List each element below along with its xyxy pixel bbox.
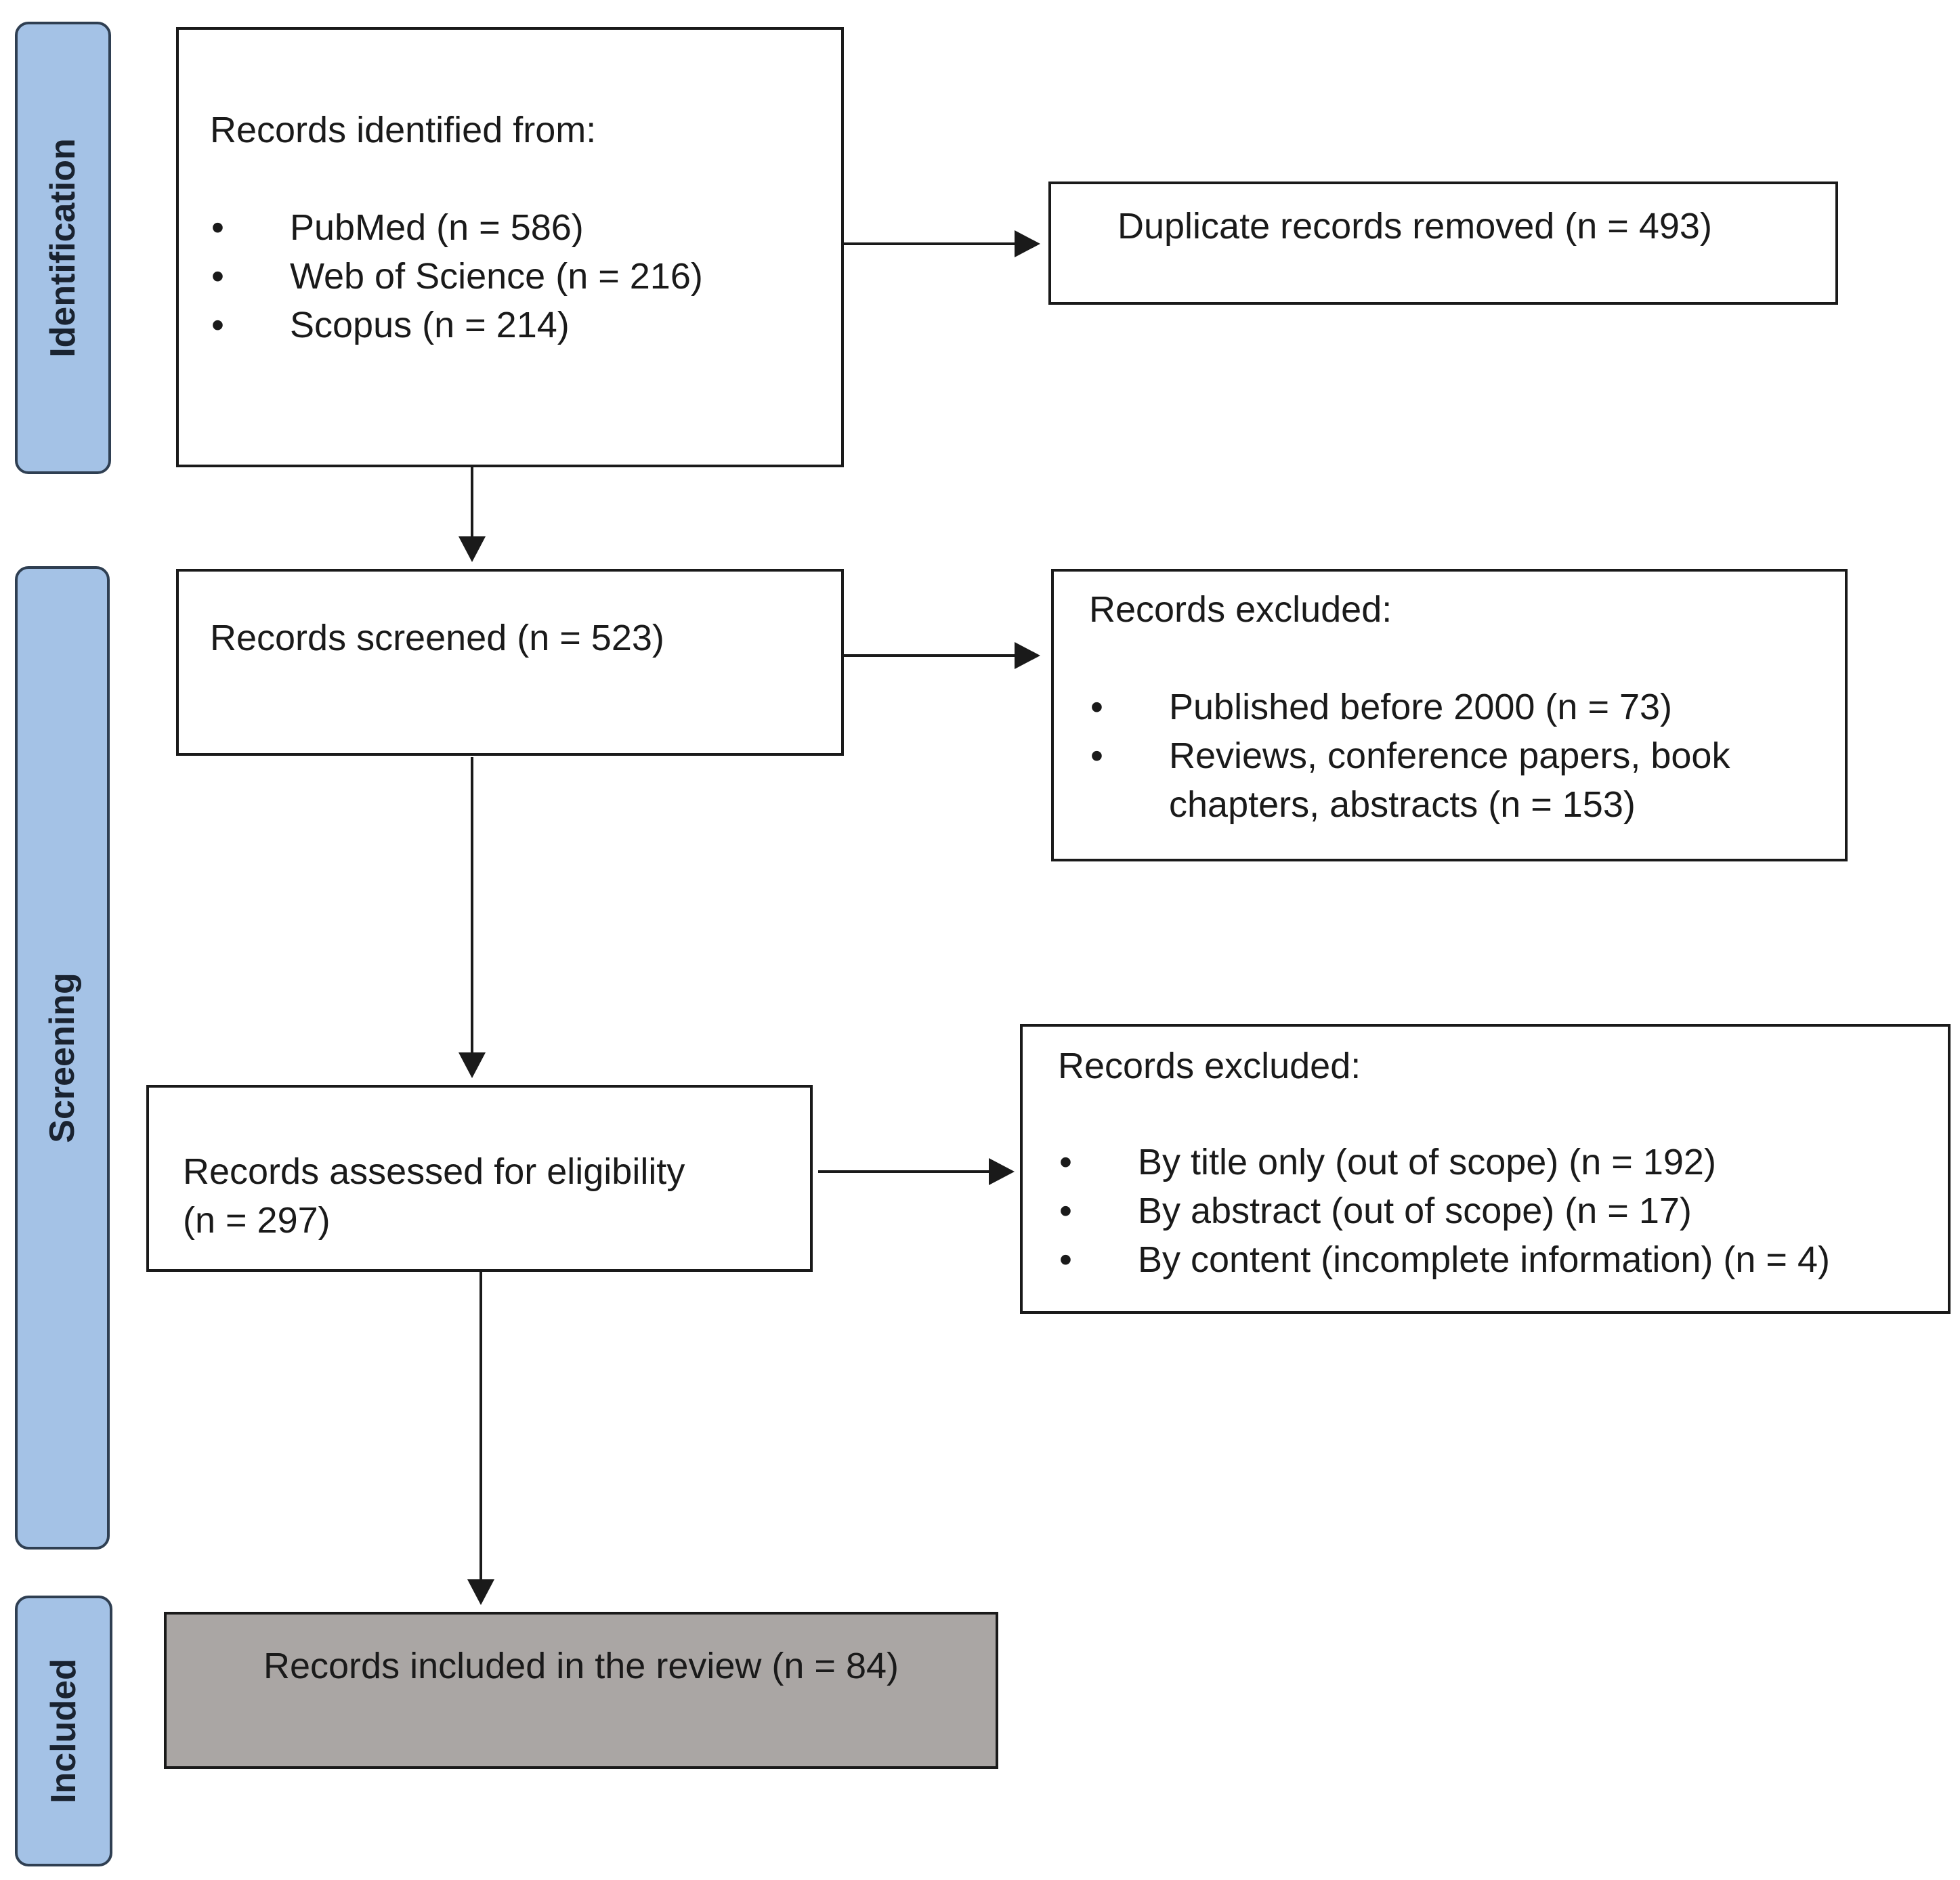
arrowhead-included bbox=[467, 1579, 494, 1605]
screen-excluded-box: Records excluded: • Published before 200… bbox=[1051, 569, 1848, 861]
identification-title: Records identified from: bbox=[210, 110, 597, 150]
arrowhead-eligibility-excluded bbox=[989, 1158, 1015, 1185]
excluded-label: By title only (out of scope) (n = 192) bbox=[1138, 1142, 1716, 1182]
bullet-icon: • bbox=[211, 256, 224, 297]
eligibility-excluded-list: • By title only (out of scope) (n = 192)… bbox=[1058, 1138, 1830, 1284]
excluded-label: chapters, abstracts (n = 153) bbox=[1169, 784, 1636, 825]
excluded-item-before-2000: • Published before 2000 (n = 73) bbox=[1089, 683, 1730, 731]
bullet-icon: • bbox=[1090, 735, 1103, 776]
eligibility-box: Records assessed for eligibility (n = 29… bbox=[146, 1085, 813, 1272]
duplicates-box: Duplicate records removed (n = 493) bbox=[1048, 181, 1838, 305]
excluded-item-abstract: • By abstract (out of scope) (n = 17) bbox=[1058, 1187, 1830, 1235]
arrowhead-duplicates bbox=[1015, 230, 1040, 257]
included-text: Records included in the review (n = 84) bbox=[263, 1646, 899, 1686]
source-item-web-of-science: • Web of Science (n = 216) bbox=[210, 252, 703, 301]
duplicates-text: Duplicate records removed (n = 493) bbox=[1117, 206, 1712, 247]
arrowhead-screened bbox=[459, 536, 486, 562]
excluded-label: Reviews, conference papers, book bbox=[1169, 735, 1730, 776]
source-item-pubmed: • PubMed (n = 586) bbox=[210, 203, 703, 252]
arrowhead-eligibility bbox=[459, 1052, 486, 1078]
source-label: Scopus (n = 214) bbox=[290, 305, 570, 345]
eligibility-excluded-box: Records excluded: • By title only (out o… bbox=[1020, 1024, 1951, 1314]
source-list: • PubMed (n = 586) • Web of Science (n =… bbox=[210, 203, 703, 349]
phase-identification: Identification bbox=[15, 22, 111, 474]
screen-excluded-title: Records excluded: bbox=[1089, 589, 1392, 630]
excluded-label: By content (incomplete information) (n =… bbox=[1138, 1239, 1830, 1280]
bullet-icon: • bbox=[1059, 1142, 1072, 1182]
excluded-label: Published before 2000 (n = 73) bbox=[1169, 687, 1673, 727]
bullet-icon: • bbox=[211, 305, 224, 345]
source-label: PubMed (n = 586) bbox=[290, 207, 584, 248]
identification-box: Records identified from: • PubMed (n = 5… bbox=[176, 27, 844, 467]
excluded-item-content: • By content (incomplete information) (n… bbox=[1058, 1235, 1830, 1284]
source-label: Web of Science (n = 216) bbox=[290, 256, 703, 297]
eligibility-excluded-title: Records excluded: bbox=[1058, 1046, 1361, 1086]
excluded-item-reviews-continued: chapters, abstracts (n = 153) bbox=[1089, 780, 1730, 829]
screen-excluded-list: • Published before 2000 (n = 73) • Revie… bbox=[1089, 683, 1730, 829]
eligibility-text-line1: Records assessed for eligibility bbox=[183, 1151, 685, 1192]
source-item-scopus: • Scopus (n = 214) bbox=[210, 301, 703, 349]
bullet-icon: • bbox=[1059, 1191, 1072, 1231]
excluded-item-reviews: • Reviews, conference papers, book bbox=[1089, 731, 1730, 780]
screened-text: Records screened (n = 523) bbox=[210, 618, 664, 658]
bullet-icon: • bbox=[1059, 1239, 1072, 1280]
bullet-icon: • bbox=[211, 207, 224, 248]
excluded-label: By abstract (out of scope) (n = 17) bbox=[1138, 1191, 1692, 1231]
screened-box: Records screened (n = 523) bbox=[176, 569, 844, 756]
bullet-icon: • bbox=[1090, 687, 1103, 727]
eligibility-text-line2: (n = 297) bbox=[183, 1200, 331, 1241]
excluded-item-title: • By title only (out of scope) (n = 192) bbox=[1058, 1138, 1830, 1187]
arrowhead-screen-excluded bbox=[1015, 642, 1040, 669]
phase-screening: Screening bbox=[15, 566, 110, 1550]
phase-included: Included bbox=[15, 1596, 112, 1866]
included-box: Records included in the review (n = 84) bbox=[164, 1612, 998, 1769]
